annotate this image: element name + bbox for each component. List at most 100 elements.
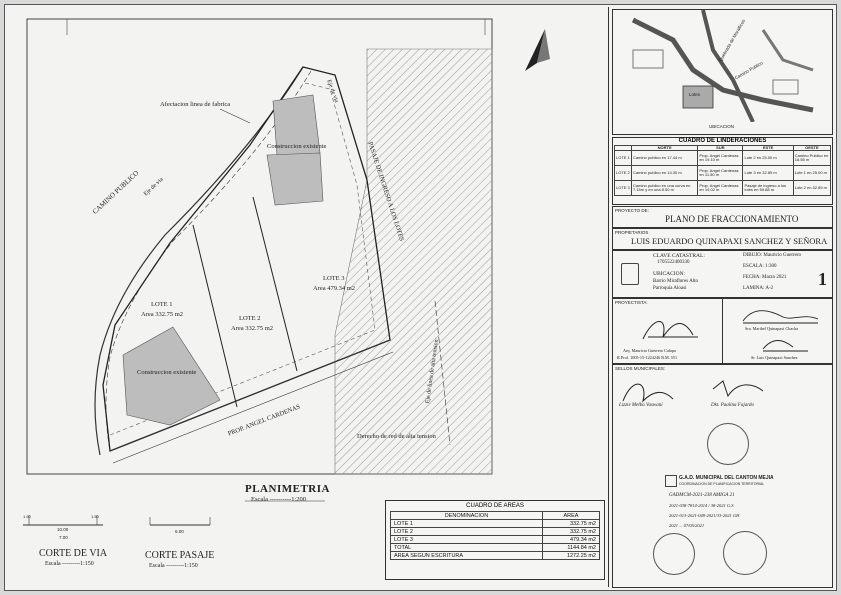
- round-stamp-icon-1: [653, 533, 695, 575]
- area-row-name: AREA SEGUN ESCRITURA: [390, 551, 543, 560]
- sra-name: Sra. Maribel Quinapaxi Chacha: [745, 326, 799, 331]
- sellos-signatures: [622, 380, 764, 403]
- propietarios-box: PROPIETARIOS LUIS EDUARDO QUINAPAXI SANC…: [612, 228, 833, 250]
- lind-cell: LOTE 1: [614, 150, 632, 167]
- lind-cell: Prop. Angel Cardenas en 19.02 m: [697, 180, 744, 197]
- propietarios-label: PROPIETARIOS: [615, 230, 649, 235]
- lind-cell: Camino publico en 17.44 m: [630, 150, 699, 167]
- title-block: Quebrada de Morallicos Camino Publico Lo…: [608, 7, 835, 588]
- dim-150a: 1.50: [23, 514, 31, 519]
- arq-registro: R.Prof. 1005-15-1224246 R.M. 551: [617, 355, 678, 360]
- proyecto-title: PLANO DE FRACCIONAMIENTO: [665, 214, 799, 224]
- arq-name: Arq. Mauricio Guerrero Calapa: [623, 348, 676, 353]
- lind-cell: Lote 2 en 25.00 m: [742, 150, 794, 167]
- lind-cell: Camino publico en 14.30 m: [630, 165, 699, 182]
- proyectista-signature: [642, 321, 698, 340]
- lind-cell: LOTE 3: [614, 180, 632, 197]
- ubic-label: UBICACION:: [653, 271, 686, 277]
- area-row-name: LOTE 3: [390, 535, 543, 544]
- linderaciones-table: NORTE SUR ESTE OESTE LOTE 1 Camino publi…: [614, 144, 832, 197]
- location-map: Quebrada de Morallicos Camino Publico Lo…: [612, 9, 833, 135]
- lind-cell: Camino Publico en 18.55 m: [792, 150, 832, 167]
- linderaciones-box: CUADRO DE LINDERACIONES NORTE SUR ESTE O…: [612, 137, 833, 205]
- corte-via-scale: Escala ---------1:150: [45, 561, 94, 567]
- gad-note-1: GADMCM-2021-238 AMIGA 21: [669, 493, 735, 498]
- lind-cell: Lote 1 en 25.00 m: [792, 165, 832, 182]
- location-map-drawing: [631, 9, 814, 123]
- ubicacion-label: UBICACION: [709, 124, 735, 129]
- gad-logo-icon: [665, 475, 677, 487]
- area-row-value: 332.75 m2: [542, 527, 600, 536]
- corte-via-title: CORTE DE VIA: [39, 548, 108, 559]
- table-row: LOTE 2 Camino publico en 14.30 m Prop. A…: [614, 165, 832, 182]
- areas-col-name: DENOMINACION: [390, 511, 543, 520]
- areas-title: CUADRO DE AREAS: [466, 503, 524, 509]
- lind-cell: Lote 2 en 32.89 m: [792, 180, 832, 197]
- corte-pasaje-scale: Escala ---------1:150: [149, 563, 198, 569]
- escala-value: ESCALA: 1:300: [743, 264, 777, 269]
- area-row-name: TOTAL: [390, 543, 543, 552]
- areas-col-area: AREA: [542, 511, 600, 520]
- lind-cell: Pasaje de ingreso a los lotes en 59.88 m: [742, 180, 794, 197]
- sr-name: Sr. Luis Quinapaxi Sanchez: [751, 355, 798, 360]
- sellos-label: SELLOS MUNICIPALES:: [615, 366, 666, 371]
- planimetria-title: PLANIMETRIA: [245, 483, 330, 495]
- round-stamp-icon-2: [723, 531, 767, 575]
- gad-sub: COORDINACION DE PLANIFICACION TERRITORIA…: [679, 482, 765, 486]
- catastral-box: CLAVE CATASTRAL: 1705522400330 UBICACION…: [612, 250, 833, 298]
- sellos-box: SELLOS MUNICIPALES: Lizzie Melba Vaswani…: [612, 364, 833, 588]
- gad-note-4: 2021 ... 07/05/2021: [669, 523, 705, 528]
- area-row-value: 1144.84 m2: [542, 543, 600, 552]
- construccion-label-1: Construccion existente: [267, 143, 327, 150]
- construccion-label-2: Construccion existente: [137, 369, 197, 376]
- lot2-area: Area 332.75 m2: [231, 325, 274, 332]
- gad-name: G.A.D. MUNICIPAL DEL CANTON MEJIA: [679, 475, 774, 481]
- fecha-value: FECHA: Marzo 2021: [743, 275, 787, 280]
- lot3-area: Area 479.34 m2: [313, 285, 356, 292]
- gad-note-2: 2021-038-7814-2014 / 38-2021 G.S: [669, 503, 734, 508]
- proyectista-label: PROYECTISTA:: [615, 300, 648, 305]
- lind-cell: Lote 3 en 32.89 m: [742, 165, 794, 182]
- drawing-sheet: Afectacion linea de fabrica Construccion…: [4, 4, 837, 591]
- area-row-value: 332.75 m2: [542, 519, 600, 528]
- lind-cell: Prop. Angel Cardenas en 11.50 m: [697, 165, 744, 182]
- map-label-lotes: Lotes: [689, 92, 701, 97]
- linderaciones-title: CUADRO DE LINDERACIONES: [678, 138, 767, 144]
- dibujo-value: DIBUJO: Mauricio Guerrero: [743, 253, 802, 258]
- table-row: LOTE 1 Camino publico en 17.44 m Prop. A…: [614, 150, 832, 167]
- dim-6: 6.00: [175, 529, 184, 534]
- propietarios-name: LUIS EDUARDO QUINAPAXI SANCHEZ Y SEÑORA: [631, 236, 828, 246]
- area-row-value: 1272.25 m2: [542, 551, 600, 560]
- dim-10: 10.00: [57, 527, 69, 532]
- proyectista-box: PROYECTISTA: Arq. Mauricio Guerrero Cala…: [612, 298, 723, 364]
- lind-cell: LOTE 2: [614, 165, 632, 182]
- lind-cell: Camino publico en una curva en 7.15m y e…: [630, 180, 699, 197]
- derecho-label: Derecho de red de alta tension: [357, 433, 436, 440]
- proyecto-label: PROYECTO DE:: [615, 208, 649, 213]
- corte-pasaje-title: CORTE PASAJE: [145, 550, 215, 561]
- gad-note-3: 2021-013-2021-049-2021/33-2021 GH: [669, 513, 740, 518]
- dim-150b: 1.50: [91, 514, 99, 519]
- planimetria-scale: Escala ----------1:200: [251, 496, 307, 503]
- logo-icon: [621, 263, 639, 285]
- lot3-name: LOTE 3: [323, 275, 345, 282]
- lamina-value: LAMINA: A-2: [743, 286, 774, 291]
- dim-7: 7.00: [59, 535, 68, 540]
- firma-a: Lizzie Melba Vaswani: [619, 403, 663, 408]
- parroquia-value: Parroquia Aloasi: [653, 286, 687, 291]
- lamina-number: 1: [818, 269, 827, 289]
- barrio-value: Barrio Miraflores Alto: [653, 279, 698, 284]
- clave-label: CLAVE CATASTRAL:: [653, 253, 705, 259]
- plan-drawing: [23, 18, 550, 526]
- propietarios-signatures-box: Sra. Maribel Quinapaxi Chacha Sr. Luis Q…: [722, 298, 833, 364]
- owners-signature: [742, 310, 819, 352]
- lot1-name: LOTE 1: [151, 301, 173, 308]
- lot2-name: LOTE 2: [239, 315, 261, 322]
- table-row: LOTE 3 Camino publico en una curva en 7.…: [614, 180, 832, 197]
- municipal-seal-icon: [707, 423, 749, 465]
